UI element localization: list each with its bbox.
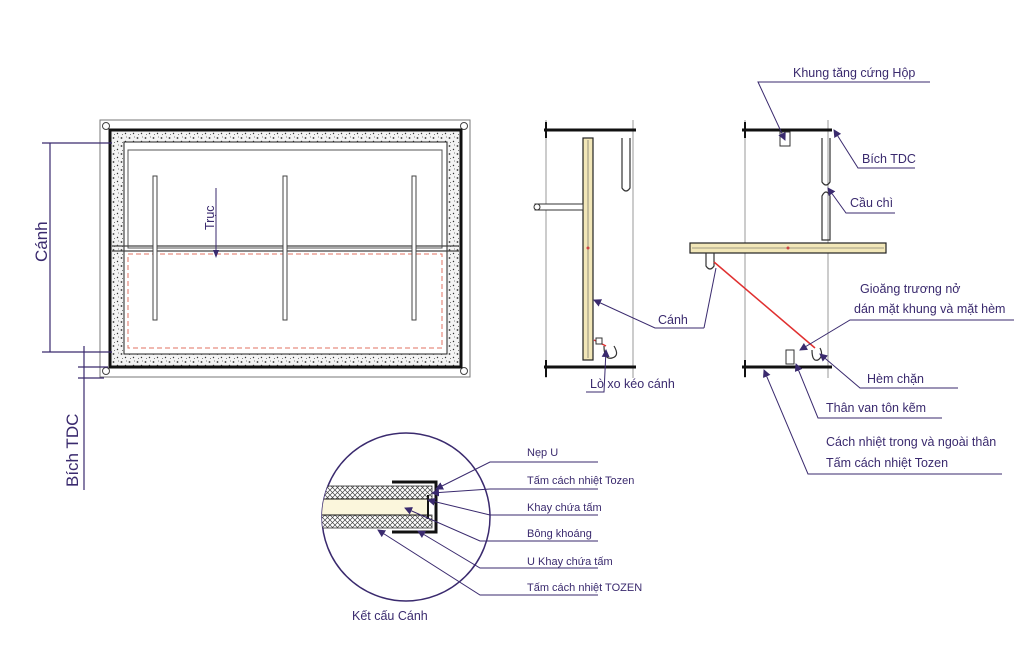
blade-stiffener <box>152 175 158 321</box>
callouts: Cánh Lò xo kéo cánh Khung tăng cứng Hộp … <box>586 66 1014 475</box>
detail-item-4: U Khay chứa tấm <box>527 556 613 568</box>
blade-detail: Kết cấu Cánh Nẹp U Tấm cách nhiệt Tozen … <box>321 432 642 623</box>
blade-stiffener <box>411 175 417 321</box>
canh-callout-label: Cánh <box>658 313 688 327</box>
hem-chan-label: Hèm chặn <box>867 372 924 386</box>
bolt-hole <box>102 367 110 375</box>
bich-tdc-left-label: Bích TDC <box>63 414 82 487</box>
flange-outline <box>99 119 471 378</box>
bich-tdc-right-label: Bích TDC <box>862 152 916 166</box>
front-view: Trục Cánh Bích TDC <box>32 119 471 490</box>
canh-dim-label: Cánh <box>32 221 51 262</box>
khung-tang-cung-label: Khung tăng cứng Hộp <box>793 66 915 80</box>
detail-item-5: Tấm cách nhiệt TOZEN <box>527 582 642 594</box>
cach-nhiet-line1: Cách nhiệt trong và ngoài thân <box>826 435 996 449</box>
section-view-closed <box>533 120 636 378</box>
bolt-hole <box>460 122 468 130</box>
bolt-hole <box>102 122 110 130</box>
spring-label: Lò xo kéo cánh <box>590 377 675 391</box>
detail-item-2: Khay chứa tấm <box>527 502 602 514</box>
fusible-link <box>821 138 831 186</box>
detail-item-0: Nẹp U <box>527 447 558 459</box>
cau-chi-label: Cầu chì <box>850 196 893 210</box>
truc-label: Trục <box>203 205 217 230</box>
spring-open <box>713 261 816 349</box>
gioang-line2: dán mặt khung và mặt hèm <box>854 302 1005 316</box>
detail-item-3: Bông khoáng <box>527 528 592 540</box>
detail-title: Kết cấu Cánh <box>352 609 428 623</box>
cach-nhiet-line2: Tấm cách nhiệt Tozen <box>826 456 948 470</box>
detail-item-1: Tấm cách nhiệt Tozen <box>527 475 634 487</box>
bolt-hole <box>460 367 468 375</box>
blade-stiffener <box>282 175 288 321</box>
section-view-open <box>689 120 887 378</box>
than-van-label: Thân van tôn kẽm <box>826 401 926 415</box>
stop-seal <box>785 349 795 365</box>
gioang-line1: Gioăng trương nở <box>860 282 961 296</box>
